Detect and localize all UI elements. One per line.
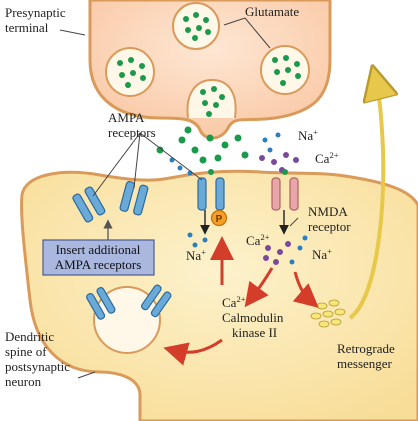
- insert-line-2: AMPA receptors: [55, 257, 142, 272]
- nmda-receptor: [271, 169, 299, 211]
- ca-top-label: Ca2+: [315, 150, 339, 166]
- na-right-label: Na+: [312, 246, 332, 262]
- vesicle-1: [172, 2, 220, 50]
- na-top-label: Na+: [298, 127, 318, 143]
- camk-to-insert-arrow: [163, 338, 223, 366]
- dendrite-label-1: Dendritic: [5, 329, 54, 344]
- ampa-receptor-left-2: [119, 180, 149, 216]
- camk-label-3: kinase II: [232, 325, 277, 340]
- leader-lines: [59, 17, 299, 379]
- nmda-label-1: NMDA: [308, 204, 348, 219]
- dendrite-label-2: spine of: [5, 344, 47, 359]
- calcium-ions: [259, 152, 299, 265]
- retro-label-1: Retrograde: [337, 341, 395, 356]
- na-left-label: Na+: [186, 247, 206, 263]
- retrograde-messenger-dots: [310, 299, 346, 328]
- ca-mid-label: Ca2+: [246, 232, 270, 248]
- vesicle-2: [105, 47, 155, 97]
- ca-to-retro-arrow: [292, 271, 319, 308]
- nmda-label-2: receptor: [308, 219, 351, 234]
- retrograde-arrow: [348, 80, 383, 320]
- presynaptic-label-2: terminal: [5, 20, 49, 35]
- insert-line-1: Insert additional: [56, 242, 141, 257]
- retro-label-2: messenger: [337, 356, 393, 371]
- dendrite-label-4: neuron: [5, 374, 42, 389]
- ampa-receptor-active: [197, 169, 225, 211]
- ampa-label-1: AMPA: [108, 110, 145, 125]
- insert-box: Insert additional AMPA receptors: [42, 239, 155, 276]
- ca-to-camk-arrow: [244, 267, 274, 308]
- ampa-receptor-left-1: [72, 186, 106, 223]
- dendrite-label-3: postsynaptic: [5, 359, 70, 374]
- receptor-vesicle: [86, 284, 172, 354]
- presynaptic-terminal: [88, 0, 332, 140]
- camk-label-1: Ca2+: [222, 294, 246, 310]
- ampa-label-2: receptors: [108, 125, 156, 140]
- cleft-glutamate: [156, 126, 249, 164]
- fusing-vesicle: [186, 78, 237, 119]
- glutamate-label: Glutamate: [245, 4, 299, 19]
- postsynaptic-spine: [20, 169, 418, 421]
- phosphate-marker: P: [210, 209, 228, 227]
- phosphate-label: P: [216, 214, 223, 225]
- camk-label-2: Calmodulin: [222, 310, 284, 325]
- presynaptic-label-1: Presynaptic: [5, 5, 66, 20]
- vesicle-3: [260, 45, 310, 95]
